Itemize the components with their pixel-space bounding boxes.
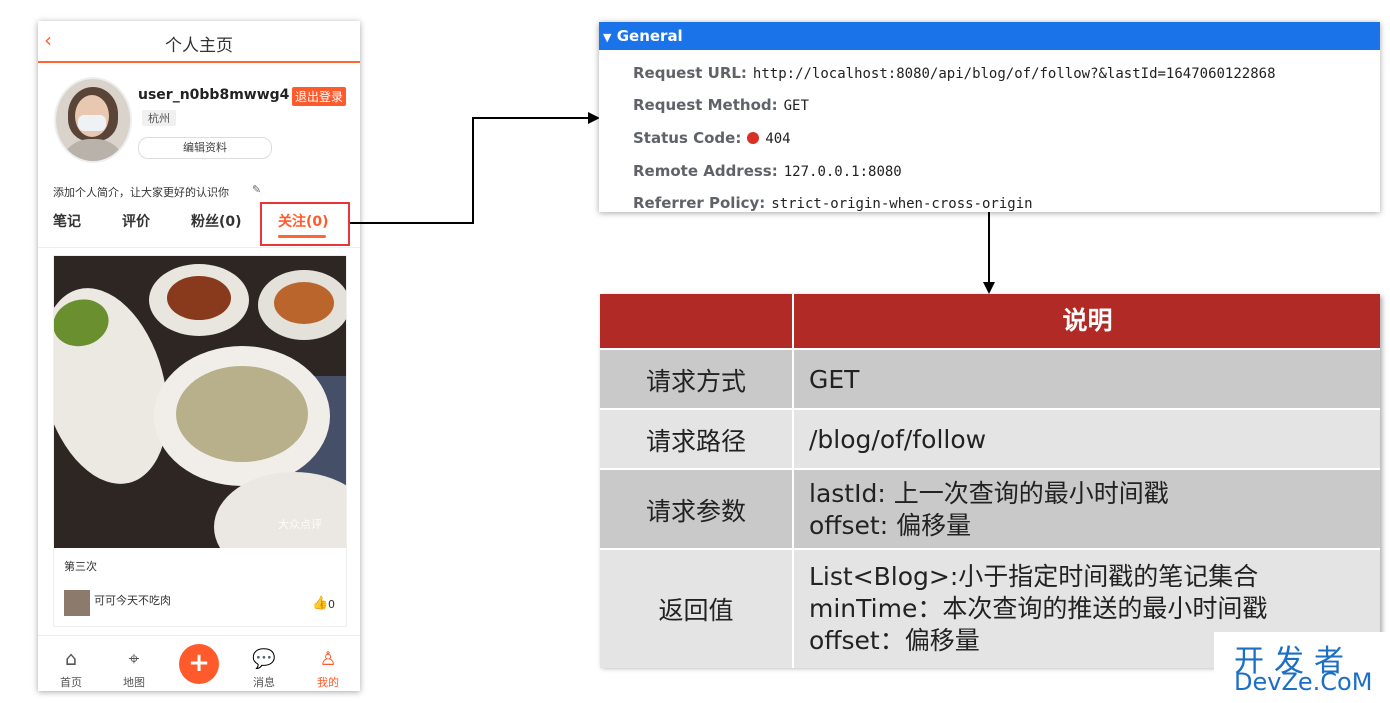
row-label: 请求路径 [600,410,794,470]
general-section-header[interactable]: ▼ General [599,22,1380,50]
request-method-label: Request Method: [633,96,778,114]
row-value: List<Blog>:小于指定时间戳的笔记集合 minTime：本次查询的推送的… [795,550,1380,668]
status-dot-icon [747,132,760,144]
table-row: 返回值 List<Blog>:小于指定时间戳的笔记集合 minTime：本次查询… [600,548,1380,668]
referrer-policy-label: Referrer Policy: [633,194,766,212]
author-avatar[interactable] [64,590,90,616]
connector-line [472,117,588,119]
request-method-value: GET [783,98,809,114]
username: user_n0bb8mwwg4 [138,87,290,103]
table-header-cell [600,294,794,348]
devtools-general-panel: ▼ General Request URL: http://localhost:8… [599,22,1380,212]
table-header-cell: 说明 [1062,306,1113,335]
triangle-down-icon: ▼ [603,31,612,44]
nav-item-messages[interactable]: 💬 消息 [234,636,294,692]
site-watermark: 开发者 DevZe.CoM [1214,632,1390,703]
phone-profile-screen: ‹ 个人主页 user_n0bb8mwwg4 退出登录 杭州 编辑资料 添加个人… [38,21,360,691]
row-value-line: offset: 偏移量 [809,511,972,540]
row-value: lastId: 上一次查询的最小时间戳 offset: 偏移量 [795,470,1380,550]
edit-profile-button[interactable]: 编辑资料 [138,137,272,159]
connector-line [472,117,474,224]
remote-address-value: 127.0.0.1:8080 [783,164,902,180]
bio-prompt[interactable]: 添加个人简介，让大家更好的认识你 [53,186,229,199]
request-method-row: Request Method: GET [633,96,809,114]
referrer-policy-value: strict-origin-when-cross-origin [771,196,1033,212]
table-row: 请求参数 lastId: 上一次查询的最小时间戳 offset: 偏移量 [600,468,1380,550]
tab-notes[interactable]: 笔记 [53,214,81,230]
page-title: 个人主页 [165,36,233,56]
connector-line [350,222,474,224]
row-label: 请求参数 [600,470,794,550]
table-row: 请求路径 /blog/of/follow [600,408,1380,470]
back-icon[interactable]: ‹ [44,28,52,52]
add-note-button[interactable]: + [179,644,219,684]
api-doc-table: 说明 请求方式 GET 请求路径 /blog/of/follow 请求参数 la… [600,294,1380,668]
home-icon: ⌂ [64,648,78,670]
row-value: GET [795,350,1380,410]
nav-item-me[interactable]: ♙ 我的 [298,636,358,692]
request-url-label: Request URL: [633,64,747,82]
row-value: /blog/of/follow [795,410,1380,470]
note-photo[interactable]: 大众点评 [54,256,346,548]
watermark-en: DevZe.CoM [1234,668,1373,696]
referrer-policy-row: Referrer Policy: strict-origin-when-cross… [633,194,1033,212]
row-value-line: /blog/of/follow [809,425,987,454]
row-value-line: lastId: 上一次查询的最小时间戳 [809,479,1169,508]
row-label: 请求方式 [600,350,794,410]
divider [38,247,360,248]
nav-label-home: 首页 [60,676,82,689]
thumbs-up-icon[interactable]: 👍 [312,596,329,611]
city-tag: 杭州 [142,110,176,126]
remote-address-label: Remote Address: [633,162,778,180]
nav-item-map[interactable]: ⌖ 地图 [104,636,164,692]
arrow-down-icon [983,282,995,294]
bottom-nav: ⌂ 首页 ⌖ 地图 + 💬 消息 ♙ 我的 [38,635,360,692]
user-icon: ♙ [319,648,337,670]
remote-address-row: Remote Address: 127.0.0.1:8080 [633,162,902,180]
row-value-line: minTime：本次查询的推送的最小时间戳 [809,594,1268,623]
nav-item-home[interactable]: ⌂ 首页 [41,636,101,692]
pencil-icon[interactable]: ✎ [252,183,262,196]
general-title: General [616,27,683,45]
tab-follow[interactable]: 关注(0) [278,214,329,230]
logout-button[interactable]: 退出登录 [292,87,347,106]
note-title: 第三次 [64,560,97,573]
row-value-line: offset：偏移量 [809,626,980,655]
avatar[interactable] [54,77,132,163]
watermark-cn: 开发者 [1234,644,1354,679]
like-count: 0 [328,598,335,611]
connector-line [988,212,990,282]
arrow-right-icon [588,112,600,124]
map-pin-icon: ⌖ [128,648,140,670]
nav-label-map: 地图 [123,676,145,689]
tab-fans[interactable]: 粉丝(0) [191,214,242,230]
request-url-row: Request URL: http://localhost:8080/api/bl… [633,64,1276,82]
photo-watermark: 大众点评 [278,518,322,531]
active-tab-indicator [278,235,326,238]
status-code-row: Status Code: 404 [633,129,791,147]
row-value-line: List<Blog>:小于指定时间戳的笔记集合 [809,562,1259,591]
note-card[interactable]: 大众点评 第三次 可可今天不吃肉 👍 0 [53,255,347,627]
nav-label-me: 我的 [317,676,339,689]
tab-reviews[interactable]: 评价 [122,214,150,230]
row-label: 返回值 [600,550,794,668]
status-code-value: 404 [765,131,791,147]
profile-header: ‹ 个人主页 [38,21,360,63]
follow-tab-highlight-box [260,202,350,246]
request-url-value: http://localhost:8080/api/blog/of/follow… [752,66,1276,82]
status-code-label: Status Code: [633,129,742,147]
table-header-row: 说明 [600,294,1380,348]
author-name[interactable]: 可可今天不吃肉 [94,594,171,607]
chat-bubble-icon: 💬 [252,648,276,670]
nav-label-messages: 消息 [253,676,275,689]
table-row: 请求方式 GET [600,348,1380,410]
row-value-line: GET [809,365,860,394]
